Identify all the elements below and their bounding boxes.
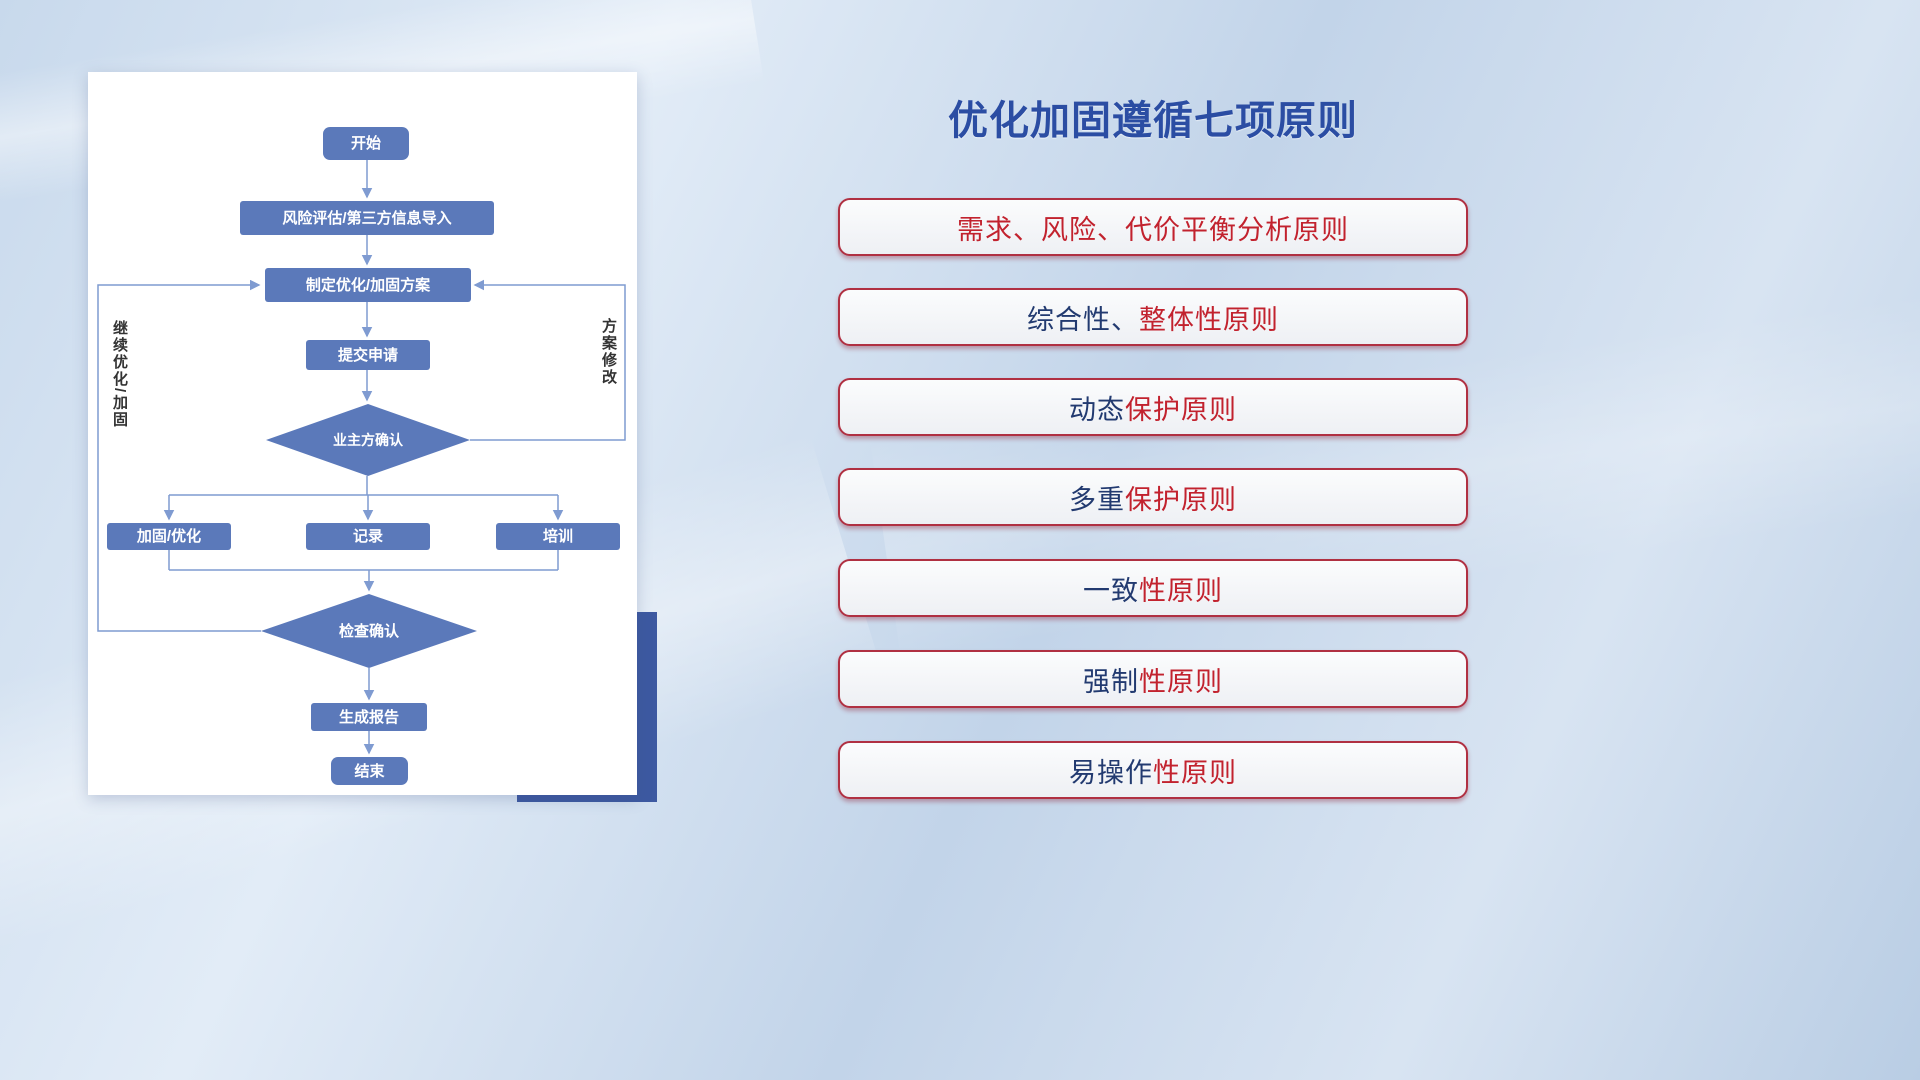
principle-suffix: 性原则 xyxy=(1153,757,1237,788)
principle-item: 多重保护原则 xyxy=(838,468,1468,526)
flow-connectors xyxy=(97,160,626,755)
flow-label-plan-revision: 方案修改 xyxy=(600,318,617,386)
principle-prefix: 强制 xyxy=(1083,666,1139,697)
principle-suffix: 保护原则 xyxy=(1125,394,1237,425)
flow-node-end: 结束 xyxy=(331,757,408,785)
principle-suffix: 需求、风险、代价平衡分析原则 xyxy=(957,214,1349,245)
flowchart-card: 开始 风险评估/第三方信息导入 制定优化/加固方案 提交申请 业主方确认 加固/… xyxy=(88,72,637,795)
principle-suffix: 性原则 xyxy=(1139,575,1223,606)
flow-node-start: 开始 xyxy=(323,127,409,160)
principle-suffix: 性原则 xyxy=(1139,666,1223,697)
principle-prefix: 易操作 xyxy=(1069,757,1153,788)
principle-suffix: 保护原则 xyxy=(1125,484,1237,515)
flow-node-risk-assessment: 风险评估/第三方信息导入 xyxy=(240,201,494,235)
flow-label-continue-loop: 继续优化/加固 xyxy=(111,320,128,429)
principle-suffix: 整体性原则 xyxy=(1139,304,1279,335)
principle-prefix: 一致 xyxy=(1083,575,1139,606)
flow-node-record: 记录 xyxy=(306,523,430,550)
principle-prefix: 动态 xyxy=(1069,394,1125,425)
principle-prefix: 综合性、 xyxy=(1027,304,1139,335)
flow-node-training: 培训 xyxy=(496,523,620,550)
principles-title: 优化加固遵循七项原则 xyxy=(948,99,1358,143)
principle-item: 强制性原则 xyxy=(838,650,1468,708)
principle-item: 需求、风险、代价平衡分析原则 xyxy=(838,198,1468,256)
principle-item: 动态保护原则 xyxy=(838,378,1468,436)
principle-item: 一致性原则 xyxy=(838,559,1468,617)
flow-node-make-plan: 制定优化/加固方案 xyxy=(265,268,471,302)
principle-item: 易操作性原则 xyxy=(838,741,1468,799)
flow-node-reinforce-optimize: 加固/优化 xyxy=(107,523,231,550)
flow-node-generate-report: 生成报告 xyxy=(311,703,427,731)
principle-item: 综合性、整体性原则 xyxy=(838,288,1468,346)
principle-prefix: 多重 xyxy=(1069,484,1125,515)
flow-node-submit-request: 提交申请 xyxy=(306,340,430,370)
